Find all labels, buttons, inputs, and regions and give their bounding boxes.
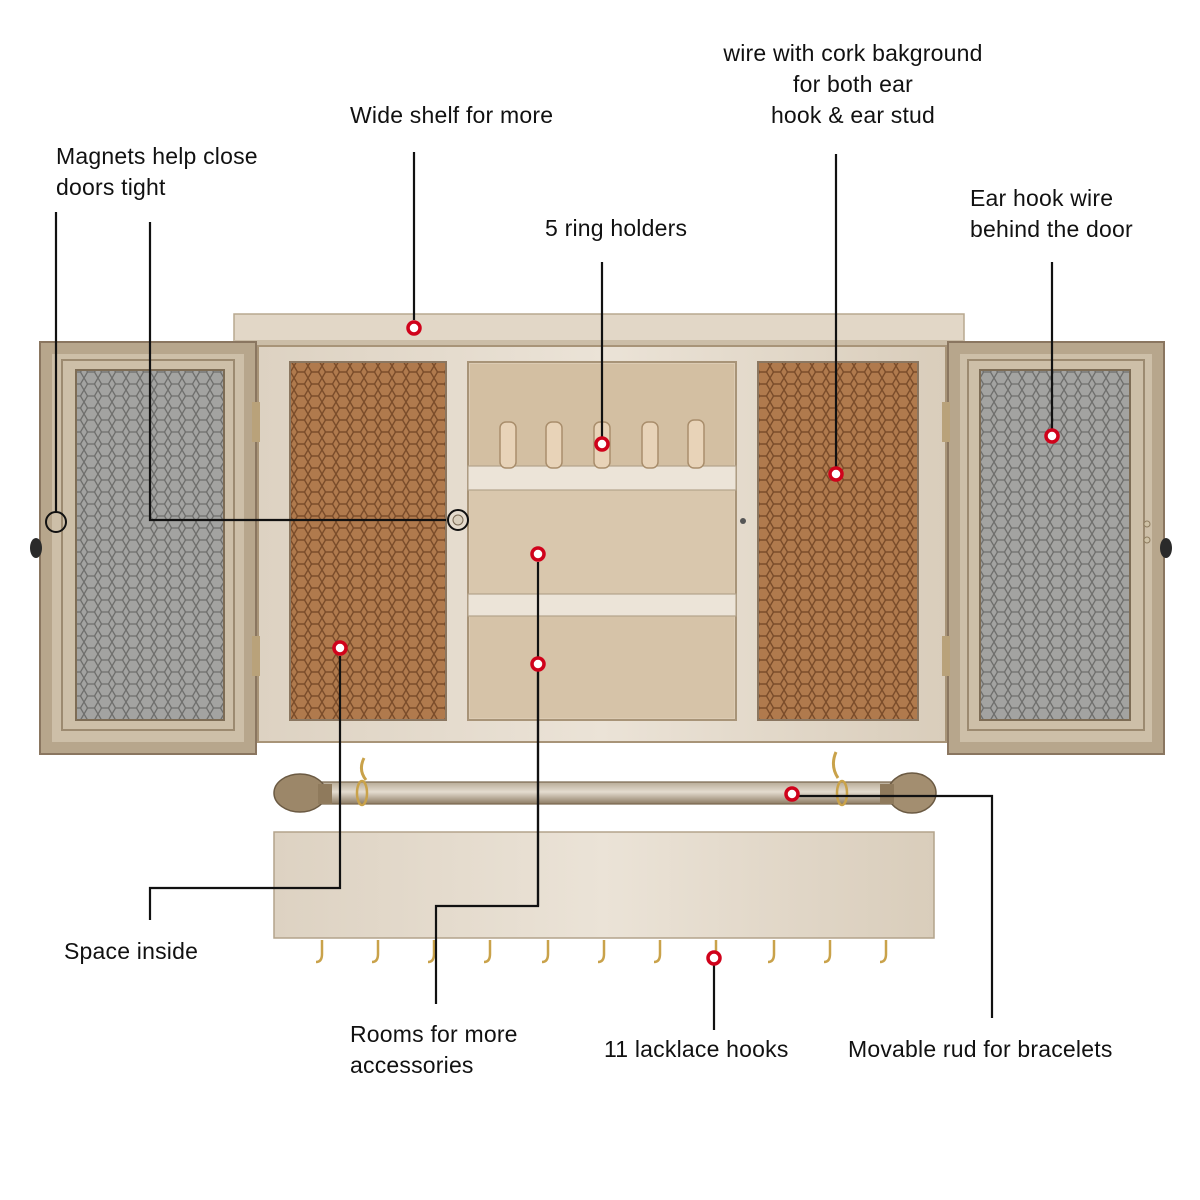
callout-line: 5 ring holders: [545, 215, 688, 241]
callout-cork-wire: wire with cork bakground for both ear ho…: [708, 38, 998, 131]
right-cork-panel: [757, 361, 919, 721]
red-ring-marker-icon: [706, 950, 722, 966]
callout-line: behind the door: [970, 216, 1133, 242]
hook: [371, 940, 380, 964]
hook: [879, 940, 888, 964]
red-ring-marker-icon: [406, 320, 422, 336]
red-markers: [332, 320, 1060, 966]
callout-line: Magnets help close: [56, 143, 258, 169]
hook: [767, 940, 776, 964]
top-shelf-board: [233, 313, 965, 345]
callout-magnets: Magnets help close doors tight: [56, 141, 258, 203]
right-door-knob: [1160, 538, 1172, 558]
ring-shelf: [467, 465, 737, 491]
callout-ear-hook-wire: Ear hook wire behind the door: [970, 183, 1133, 245]
magnet-circle-icon: [447, 509, 469, 531]
callout-rooms: Rooms for more accessories: [350, 1019, 518, 1081]
ring-holder: [687, 419, 705, 469]
callout-line: Wide shelf for more: [350, 102, 554, 128]
bracelet-rod: [273, 751, 937, 814]
right-door: [942, 341, 1172, 755]
left-door: [30, 341, 260, 755]
necklace-hooks: [315, 940, 888, 964]
left-cork-panel: [289, 361, 447, 721]
callout-ring-holders: 5 ring holders: [545, 213, 687, 244]
callout-line: doors tight: [56, 174, 166, 200]
leader-rod: [798, 794, 994, 1018]
necklace-hook-bar: [273, 831, 935, 964]
ring-holder: [499, 421, 517, 469]
magnet-markers: [45, 509, 469, 533]
red-ring-marker-icon: [594, 436, 610, 452]
hook: [597, 940, 606, 964]
hook: [541, 940, 550, 964]
left-door-knob: [30, 538, 42, 558]
right-door-mesh: [979, 369, 1131, 721]
hook: [653, 940, 662, 964]
red-ring-marker-icon: [530, 656, 546, 672]
callout-line: accessories: [350, 1052, 474, 1078]
ring-holder: [641, 421, 659, 469]
magnet-circle-icon: [45, 511, 67, 533]
cabinet: [233, 313, 965, 743]
hook: [427, 940, 436, 964]
callout-line: Ear hook wire: [970, 185, 1114, 211]
callout-line: 11 lacklace hooks: [604, 1036, 789, 1062]
middle-shelf: [467, 593, 737, 617]
red-ring-marker-icon: [828, 466, 844, 482]
callout-space-inside: Space inside: [64, 936, 198, 967]
leader-lines: [54, 152, 1054, 1030]
callout-hooks: 11 lacklace hooks: [604, 1034, 789, 1065]
callout-line: wire with cork bakground: [723, 40, 983, 66]
hook: [315, 940, 324, 964]
callout-line: for both ear: [792, 71, 914, 97]
callout-line: Movable rud for bracelets: [848, 1036, 1113, 1062]
leader-space-inside: [148, 656, 342, 920]
red-ring-marker-icon: [1044, 428, 1060, 444]
callout-wide-shelf: Wide shelf for more: [350, 100, 553, 131]
callout-line: Space inside: [64, 938, 199, 964]
red-ring-marker-icon: [332, 640, 348, 656]
leader-magnets-right: [148, 222, 446, 522]
callout-rod: Movable rud for bracelets: [848, 1034, 1113, 1065]
hook: [823, 940, 832, 964]
ring-holder: [545, 421, 563, 469]
callout-line: hook & ear stud: [770, 102, 936, 128]
red-ring-marker-icon: [530, 546, 546, 562]
callout-line: Rooms for more: [350, 1021, 518, 1047]
hook: [483, 940, 492, 964]
red-ring-marker-icon: [784, 786, 800, 802]
